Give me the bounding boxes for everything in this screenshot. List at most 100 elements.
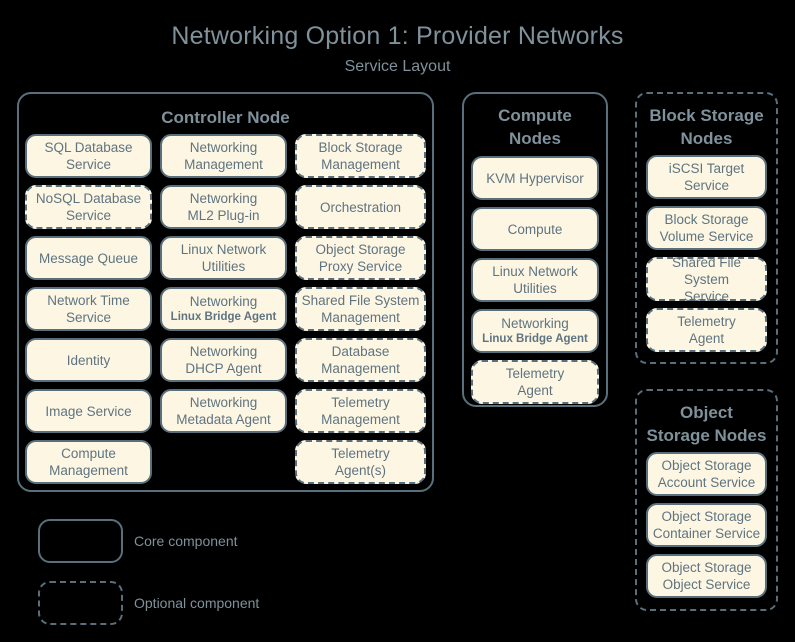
component-label-secondary: Linux Bridge Agent [170,311,277,323]
component-label-primary: Networking [189,140,258,155]
component-label-secondary: Management [321,157,400,172]
component-label-primary: Linux Network [492,264,578,279]
panel-object-storage-nodes-title-line2: Storage Nodes [646,426,767,445]
panel-object-storage-nodes: Object Storage Nodes [635,389,778,611]
component-box-compute[interactable]: Compute [471,207,599,251]
component-label-primary: Networking [189,344,258,359]
component-label-primary: Compute [507,221,563,237]
component-box-image-service[interactable]: Image Service [25,389,152,433]
component-box-orchestration[interactable]: Orchestration [295,185,426,229]
panel-compute-nodes-title-line2: Nodes [509,129,561,148]
component-label-primary: Shared File System [301,293,420,308]
component-label-secondary: Object Service [662,577,751,592]
component-label-primary: Database [331,344,390,359]
diagram-subtitle: Service Layout [344,58,451,75]
component-label-primary: Shared File System [671,254,742,287]
component-label-primary: SQL Database [44,140,133,155]
component-label-primary: Image Service [45,403,132,419]
component-box-identity[interactable]: Identity [25,338,152,382]
component-label-secondary: Management [49,463,128,478]
component-label-secondary: Service [65,157,111,172]
component-label-primary: Object Storage [661,560,752,575]
component-label-primary: iSCSI Target [668,161,745,176]
component-label-secondary: Service [65,208,111,223]
component-label-secondary: Management [321,412,400,427]
component-label-secondary: DHCP Agent [185,361,262,376]
component-label-secondary: Agent(s) [334,463,387,478]
legend-label-core: Core component [134,533,238,549]
component-label-primary: Block Storage [664,212,749,227]
component-label-primary: Networking [189,395,258,410]
component-label-secondary: ML2 Plug-in [187,208,260,223]
component-label-primary: Telemetry [677,314,736,329]
component-label-secondary: Metadata Agent [176,412,271,427]
component-label-secondary: Agent [688,331,725,346]
component-label-secondary: Proxy Service [318,259,403,274]
component-label-primary: Orchestration [319,199,402,215]
component-label-primary: Message Queue [38,250,139,266]
component-label-primary: Object Storage [315,242,406,257]
component-label-primary: Networking [189,191,258,206]
component-label-primary: Block Storage [318,140,403,155]
component-label-primary: Telemetry [331,446,390,461]
panel-controller-node-title: Controller Node [161,108,290,127]
component-label-secondary: Utilities [201,259,246,274]
component-label-primary: NoSQL Database [35,191,142,206]
component-label-primary: Identity [66,352,111,368]
component-label-primary: Object Storage [661,458,752,473]
component-label-primary: Network Time [47,293,130,308]
panel-controller-node: Controller Node [17,92,434,492]
legend-swatch-core [38,519,123,563]
component-box-kvm-hypervisor[interactable]: KVM Hypervisor [471,156,599,200]
component-label-secondary: Volume Service [659,229,754,244]
panel-block-storage-nodes-title-line1: Block Storage [649,106,764,125]
diagram-title: Networking Option 1: Provider Networks [171,22,624,50]
component-label-secondary: Management [184,157,263,172]
component-label-primary: KVM Hypervisor [486,170,584,186]
component-label-secondary: Management [321,361,400,376]
component-box-message-queue[interactable]: Message Queue [25,236,152,280]
component-label-secondary: Service [683,288,729,304]
panel-block-storage-nodes: Block Storage Nodes [635,92,778,364]
component-label-primary: Telemetry [331,395,390,410]
component-label-secondary: Utilities [513,281,557,296]
component-label-secondary: Container Service [652,526,761,541]
component-label-secondary: Account Service [657,475,756,490]
legend-swatch-optional [38,581,123,625]
component-label-primary: Object Storage [661,509,752,524]
component-label-primary: Linux Network [180,242,267,257]
panel-compute-nodes-title-line1: Compute [498,106,572,125]
component-label-secondary: Management [321,310,400,325]
panel-object-storage-nodes-title-line1: Object [680,403,733,422]
panel-compute-nodes: Compute Nodes [462,92,608,407]
component-label-secondary: Linux Bridge Agent [482,333,588,345]
panel-block-storage-nodes-title-line2: Nodes [680,129,733,148]
